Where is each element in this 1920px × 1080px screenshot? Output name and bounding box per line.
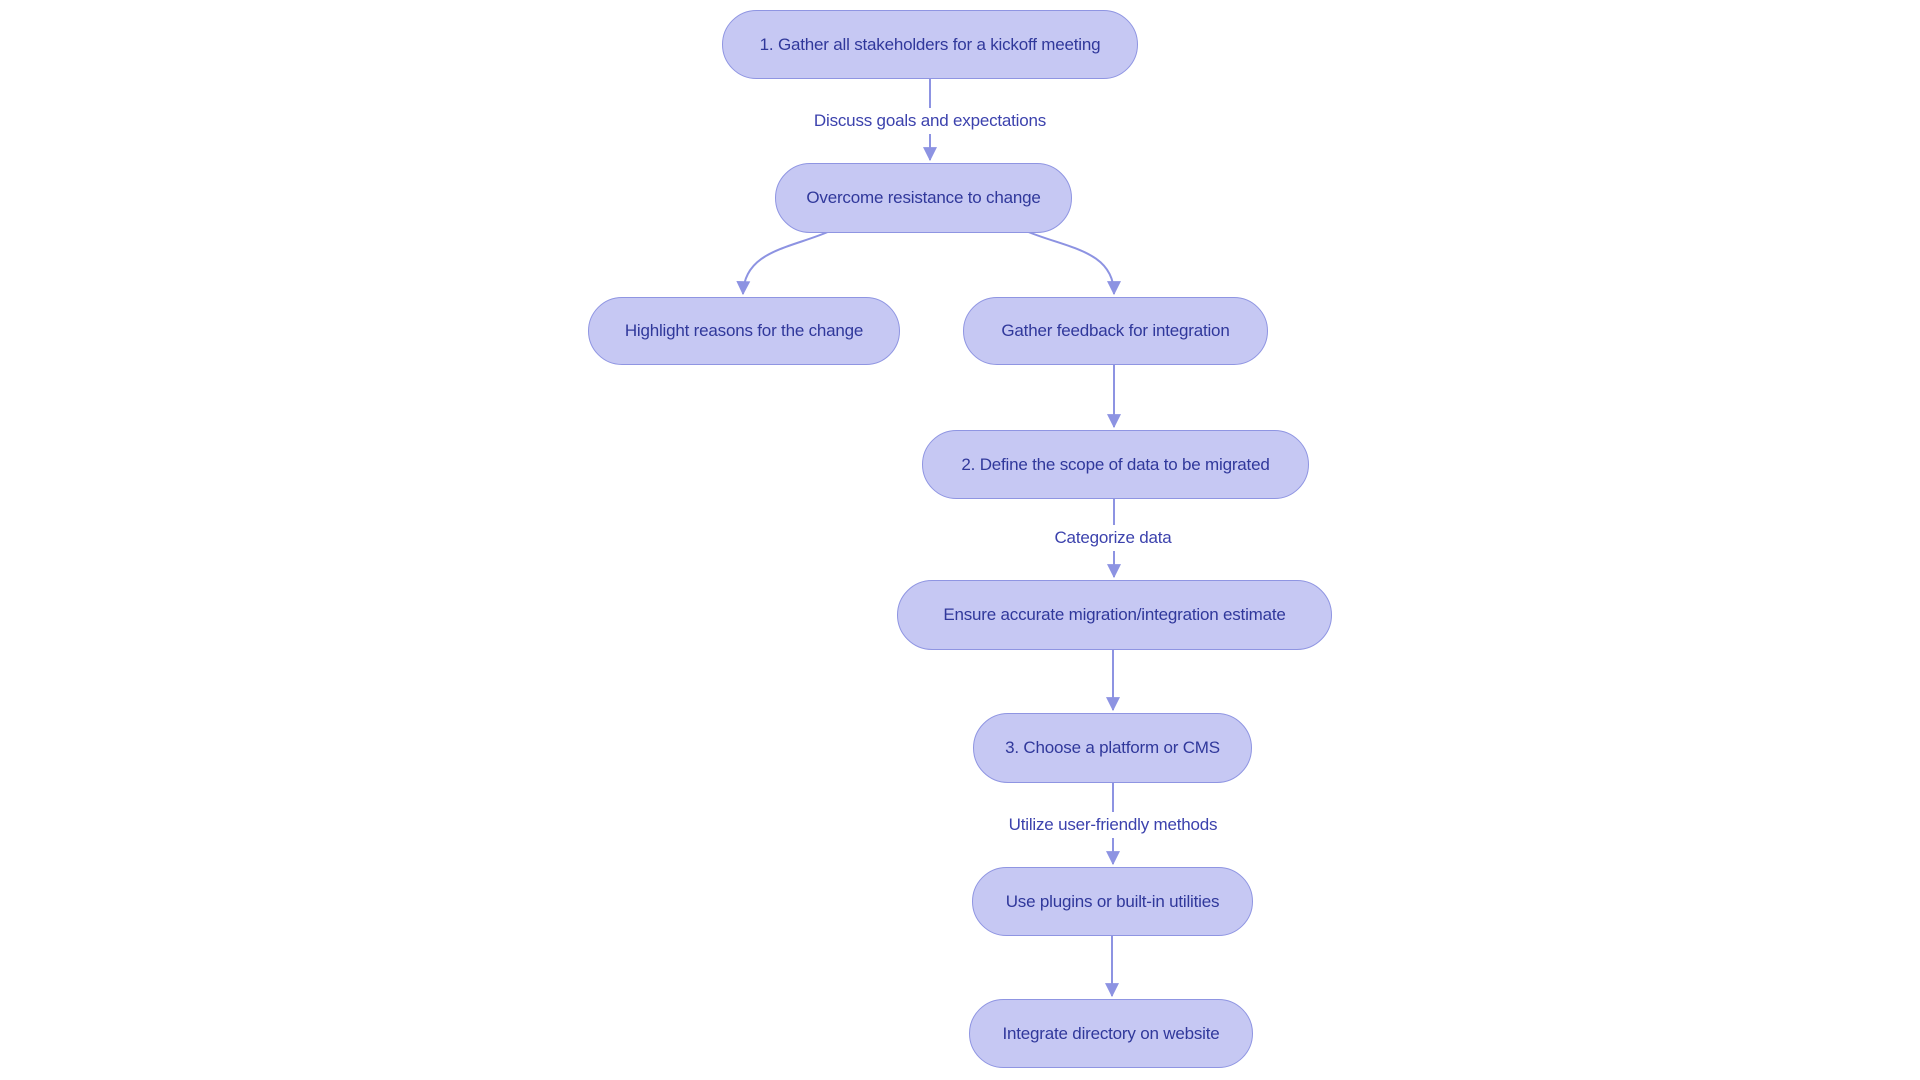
edge-label-discuss-goals: Discuss goals and expectations bbox=[807, 108, 1053, 134]
flow-node-label: 1. Gather all stakeholders for a kickoff… bbox=[759, 34, 1101, 54]
flow-node-label: 2. Define the scope of data to be migrat… bbox=[961, 454, 1270, 474]
flow-node-label: Highlight reasons for the change bbox=[624, 321, 864, 340]
flow-node-gather-feedback: Gather feedback for integration bbox=[963, 297, 1268, 365]
edge-label-user-friendly-methods: Utilize user-friendly methods bbox=[1002, 812, 1224, 838]
flow-node-accurate-estimate: Ensure accurate migration/integration es… bbox=[897, 580, 1332, 650]
flow-node-label: 3. Choose a platform or CMS bbox=[1005, 738, 1220, 757]
flow-node-integrate-directory: Integrate directory on website bbox=[969, 999, 1253, 1068]
flow-node-label: Use plugins or built-in utilities bbox=[1005, 891, 1220, 911]
flow-node-label: Ensure accurate migration/integration es… bbox=[943, 605, 1286, 624]
flow-node-highlight-reasons: Highlight reasons for the change bbox=[588, 297, 900, 365]
flow-node-choose-platform: 3. Choose a platform or CMS bbox=[973, 713, 1252, 783]
flow-node-overcome-resistance: Overcome resistance to change bbox=[775, 163, 1072, 233]
flow-node-label: Gather feedback for integration bbox=[1001, 321, 1230, 340]
flow-node-use-plugins: Use plugins or built-in utilities bbox=[972, 867, 1253, 936]
edge-n2-n3 bbox=[736, 230, 831, 296]
flow-node-define-scope: 2. Define the scope of data to be migrat… bbox=[922, 430, 1309, 499]
edge-n2-n4 bbox=[1025, 230, 1121, 296]
flow-node-label: Overcome resistance to change bbox=[806, 188, 1041, 207]
flow-node-kickoff-meeting: 1. Gather all stakeholders for a kickoff… bbox=[722, 10, 1138, 79]
flow-node-label: Integrate directory on website bbox=[1002, 1023, 1220, 1043]
edge-label-categorize-data: Categorize data bbox=[1048, 525, 1178, 551]
